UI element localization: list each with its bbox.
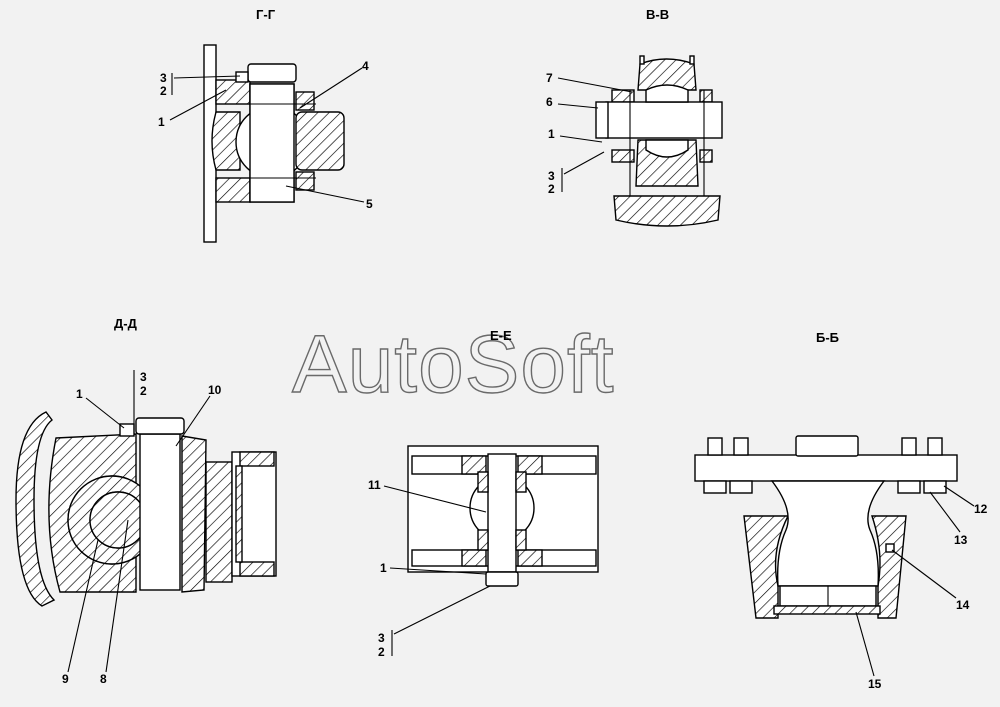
callout-3-vv: 3 bbox=[548, 169, 555, 183]
callout-3: 3 bbox=[160, 71, 167, 85]
callout-11: 11 bbox=[368, 478, 381, 492]
callout-3-ee: 3 bbox=[378, 631, 385, 645]
callout-10: 10 bbox=[208, 383, 222, 397]
callout-6: 6 bbox=[546, 95, 553, 109]
callout-2-vv: 2 bbox=[548, 182, 555, 196]
section-dd: Д-Д 3 2 1 10 9 8 bbox=[15, 316, 277, 686]
section-title-ee: Е-Е bbox=[490, 328, 512, 343]
section-ee: Е-Е 11 1 3 2 bbox=[368, 328, 599, 659]
callout-1-ee: 1 bbox=[380, 561, 387, 575]
callout-9: 9 bbox=[62, 672, 69, 686]
callout-8: 8 bbox=[100, 672, 107, 686]
section-gg: Г-Г 3 2 1 4 5 bbox=[158, 7, 373, 243]
section-vv: В-В 7 6 1 3 2 bbox=[546, 7, 723, 227]
callout-13: 13 bbox=[954, 533, 968, 547]
callout-2-dd: 2 bbox=[140, 384, 147, 398]
section-title-vv: В-В bbox=[646, 7, 669, 22]
callout-2-ee: 2 bbox=[378, 645, 385, 659]
callout-14: 14 bbox=[956, 598, 970, 612]
callout-4: 4 bbox=[362, 59, 369, 73]
section-title-gg: Г-Г bbox=[256, 7, 276, 22]
callout-12: 12 bbox=[974, 502, 988, 516]
section-title-bb: Б-Б bbox=[816, 330, 839, 345]
callout-5: 5 bbox=[366, 197, 373, 211]
callout-3-dd: 3 bbox=[140, 370, 147, 384]
callout-15: 15 bbox=[868, 677, 882, 691]
callout-2: 2 bbox=[160, 84, 167, 98]
callout-1-dd: 1 bbox=[76, 387, 83, 401]
callout-1: 1 bbox=[158, 115, 165, 129]
watermark: AutoSoft bbox=[292, 319, 615, 410]
callout-7: 7 bbox=[546, 71, 553, 85]
callout-1-vv: 1 bbox=[548, 127, 555, 141]
section-bb: Б-Б 12 13 14 15 bbox=[694, 330, 988, 691]
section-title-dd: Д-Д bbox=[114, 316, 138, 331]
